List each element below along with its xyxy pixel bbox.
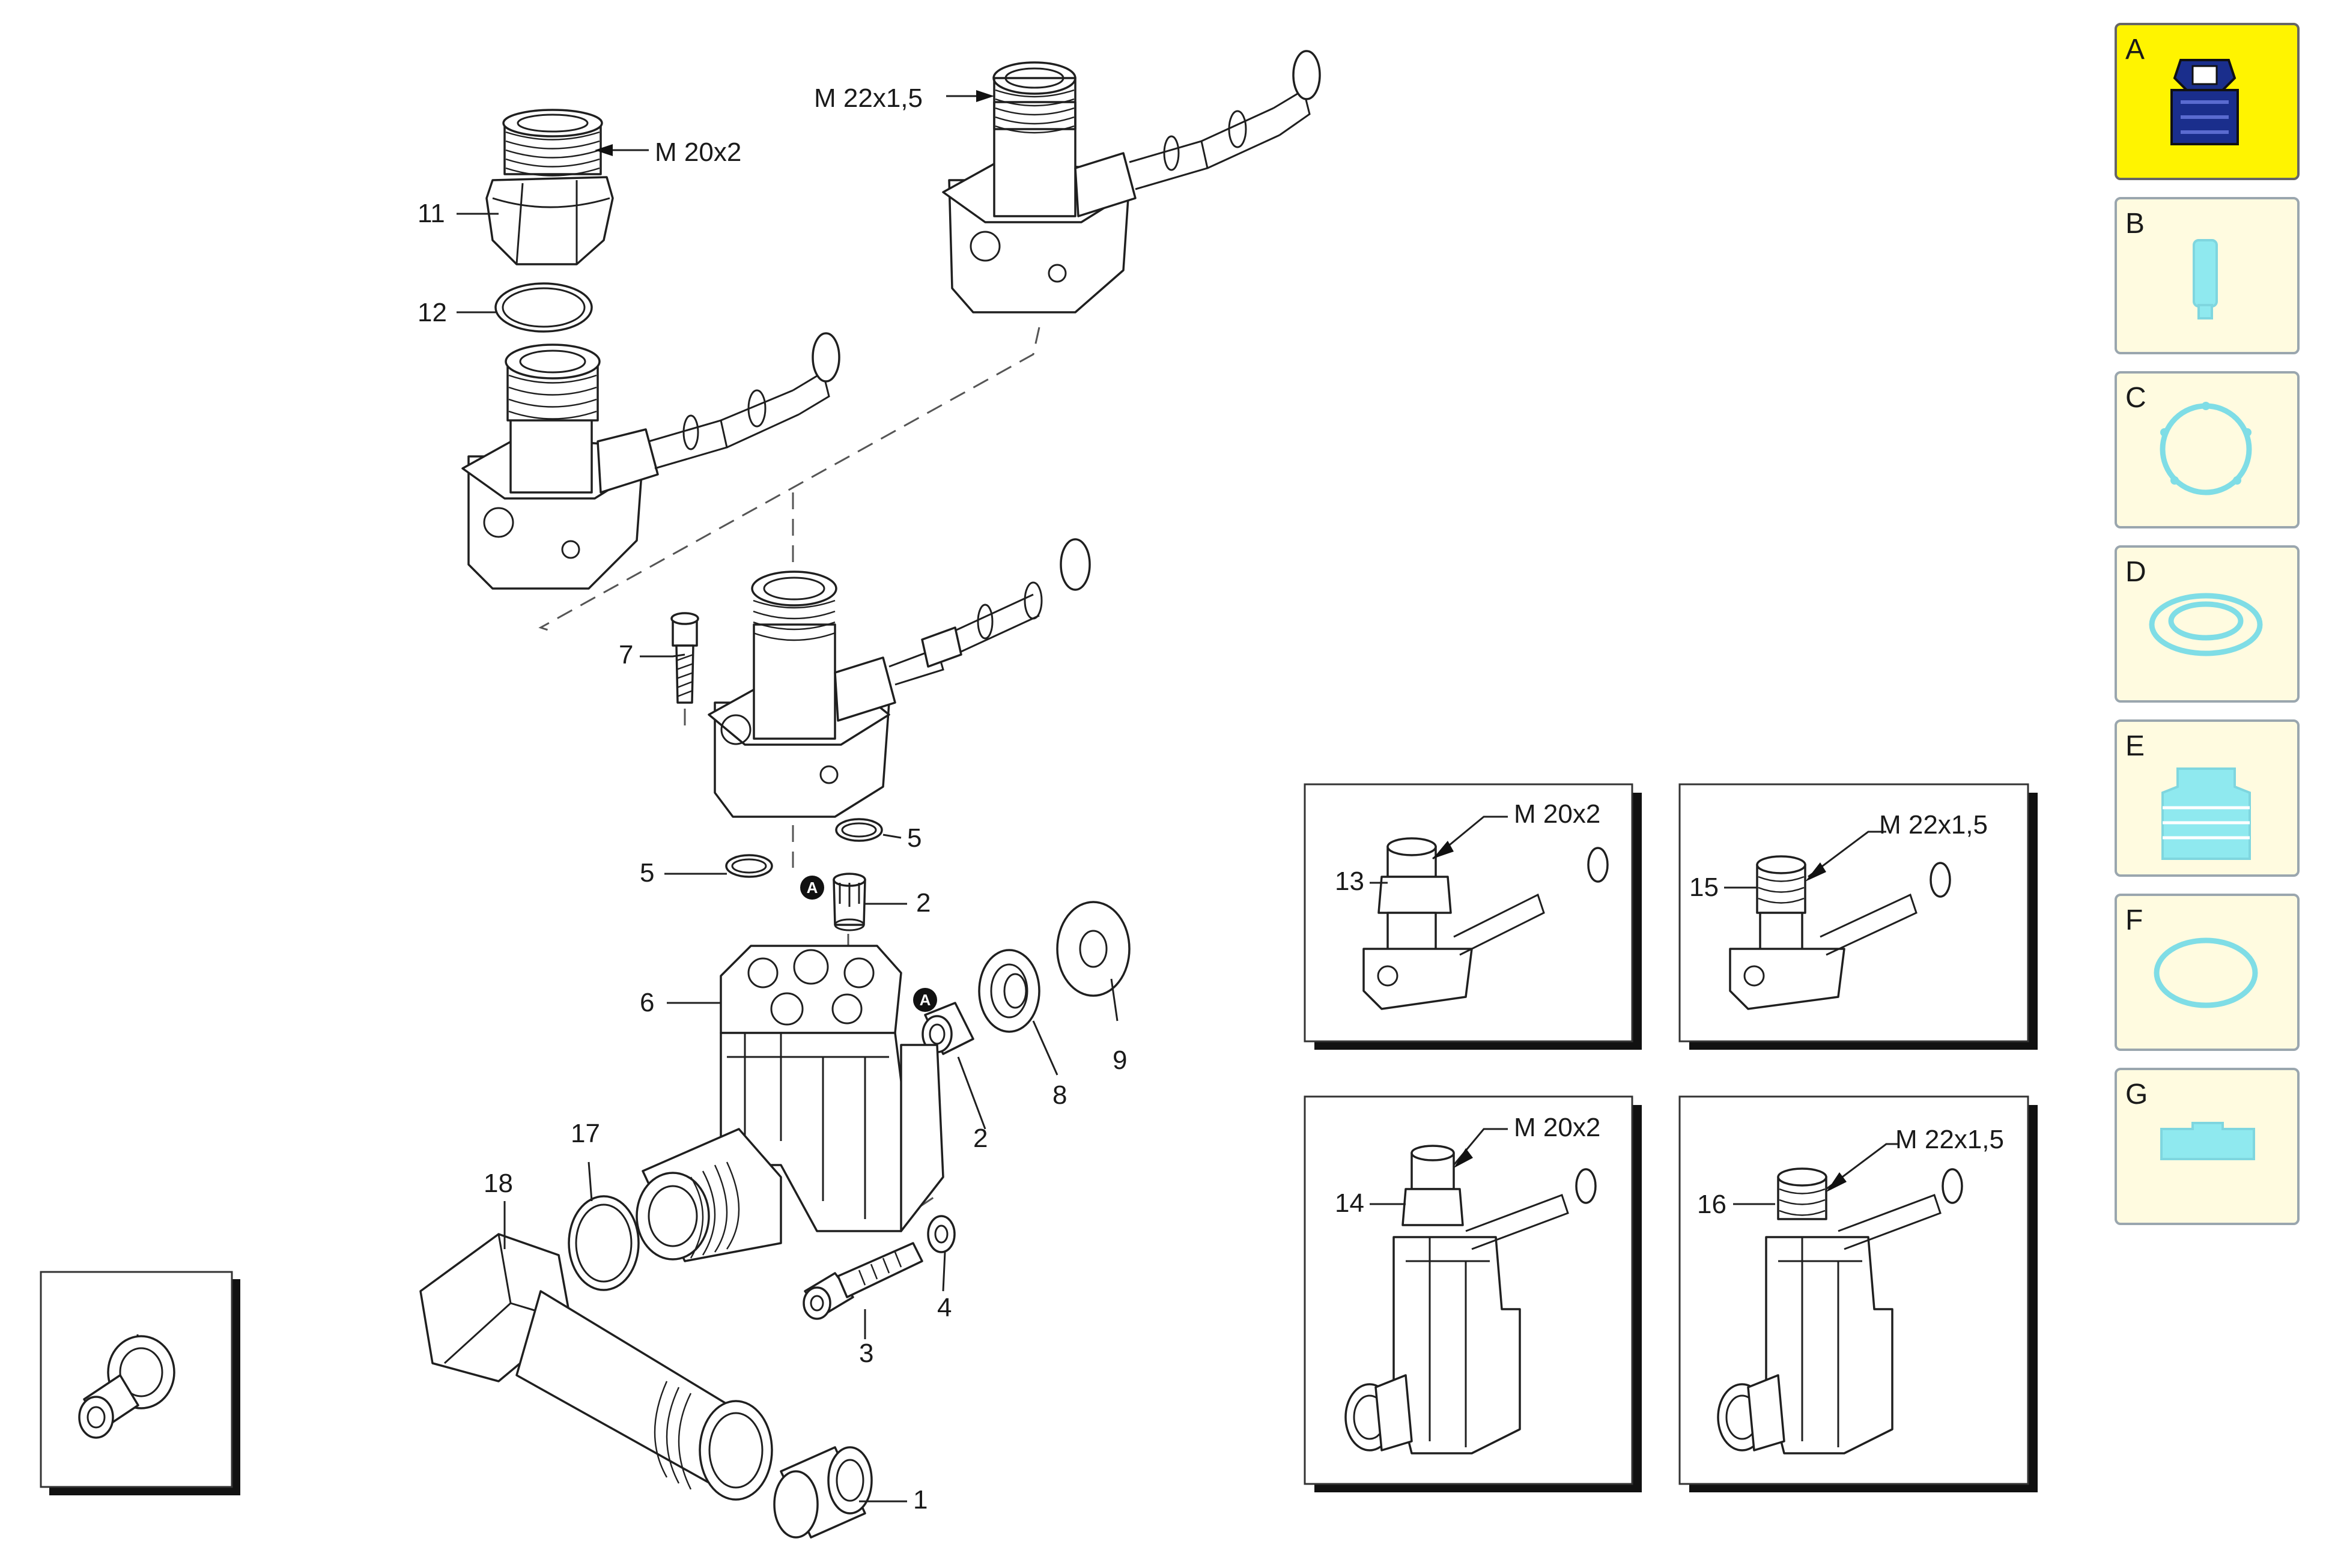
part-7-bolt[interactable] bbox=[670, 612, 699, 704]
category-tab-e[interactable]: E bbox=[2115, 719, 2300, 877]
flat-block-icon bbox=[2160, 1122, 2255, 1160]
inset-box-part-14[interactable]: M 20x2 14 bbox=[1304, 1095, 1642, 1492]
callout-2a: 2 bbox=[916, 888, 931, 918]
thread-label-m22-top: M 22x1,5 bbox=[814, 83, 923, 113]
part-17-o-ring[interactable] bbox=[568, 1195, 640, 1291]
part-18-inlet-pipe[interactable] bbox=[419, 1233, 773, 1501]
callout-5b: 5 bbox=[907, 823, 922, 853]
tab-letter-f: F bbox=[2125, 904, 2143, 936]
callout-14: 14 bbox=[1335, 1188, 1364, 1218]
callout-4: 4 bbox=[937, 1293, 952, 1322]
tab-letter-g: G bbox=[2125, 1079, 2148, 1110]
marker-a-side: A bbox=[913, 988, 937, 1012]
callout-5a: 5 bbox=[640, 858, 654, 888]
valve-head-m20 bbox=[461, 332, 840, 590]
callout-12: 12 bbox=[418, 298, 447, 327]
tab-letter-b: B bbox=[2125, 208, 2145, 240]
seal-disc-icon bbox=[2149, 593, 2263, 656]
callout-11: 11 bbox=[418, 199, 445, 228]
part-1-sleeve-nut[interactable] bbox=[773, 1446, 873, 1539]
callout-9: 9 bbox=[1113, 1046, 1127, 1075]
part-3-screw[interactable] bbox=[803, 1242, 923, 1320]
callout-15: 15 bbox=[1689, 873, 1719, 902]
part-4-washer[interactable] bbox=[927, 1215, 956, 1253]
part-8-seal[interactable] bbox=[978, 949, 1040, 1033]
thread-label-m20-top: M 20x2 bbox=[655, 138, 741, 167]
tab-letter-c: C bbox=[2125, 382, 2146, 414]
callout-18: 18 bbox=[484, 1169, 513, 1198]
pin-icon bbox=[2193, 239, 2218, 319]
svg-text:A: A bbox=[920, 991, 931, 1009]
callout-8: 8 bbox=[1052, 1080, 1067, 1110]
part-9-washer[interactable] bbox=[1056, 901, 1131, 997]
threaded-bushing-icon bbox=[2161, 767, 2251, 860]
part-12-o-ring[interactable] bbox=[494, 282, 593, 333]
marker-a-top: A bbox=[800, 876, 824, 900]
tab-letter-a: A bbox=[2125, 34, 2145, 65]
o-ring-icon bbox=[2154, 937, 2258, 1008]
svg-text:A: A bbox=[807, 879, 818, 897]
thread-label-box-13: M 20x2 bbox=[1514, 799, 1600, 829]
callout-1: 1 bbox=[913, 1485, 928, 1515]
callout-3: 3 bbox=[859, 1339, 873, 1368]
inset-box-part-16[interactable]: M 22x1,5 16 bbox=[1678, 1095, 2038, 1492]
callout-13: 13 bbox=[1335, 867, 1364, 896]
callout-6: 6 bbox=[640, 988, 654, 1017]
category-tab-d[interactable]: D bbox=[2115, 545, 2300, 703]
gasket-ring-icon bbox=[2160, 402, 2252, 495]
callout-16: 16 bbox=[1697, 1190, 1726, 1219]
connector-nozzle-icon bbox=[2170, 59, 2239, 145]
part-6-pump-housing[interactable] bbox=[636, 945, 944, 1262]
part-2-valve-top[interactable] bbox=[833, 873, 866, 931]
category-tab-c[interactable]: C bbox=[2115, 371, 2300, 528]
thread-label-box-15: M 22x1,5 bbox=[1879, 810, 1988, 840]
category-tab-b[interactable]: B bbox=[2115, 197, 2300, 354]
thread-label-box-16: M 22x1,5 bbox=[1895, 1125, 2004, 1154]
callout-2b: 2 bbox=[973, 1124, 988, 1153]
part-11-thread-adapter[interactable] bbox=[485, 109, 614, 265]
part-5-o-ring-left[interactable] bbox=[725, 854, 773, 878]
inset-box-part-10[interactable] bbox=[40, 1271, 240, 1495]
callout-17: 17 bbox=[571, 1119, 600, 1148]
arrow-heads bbox=[595, 90, 994, 156]
inset-box-part-15[interactable]: M 22x1,5 15 bbox=[1678, 783, 2038, 1050]
valve-head-m22 bbox=[942, 50, 1321, 313]
callout-7: 7 bbox=[619, 640, 633, 670]
part-5-o-ring-right[interactable] bbox=[835, 818, 883, 842]
category-tab-a[interactable]: A bbox=[2115, 23, 2300, 180]
category-tab-g[interactable]: G bbox=[2115, 1068, 2300, 1225]
tab-letter-d: D bbox=[2125, 556, 2146, 588]
thread-label-box-14: M 20x2 bbox=[1514, 1113, 1600, 1142]
inset-box-part-13[interactable]: M 20x2 13 bbox=[1304, 783, 1642, 1050]
valve-head-standard bbox=[708, 538, 1091, 818]
tab-letter-e: E bbox=[2125, 730, 2145, 762]
category-tab-f[interactable]: F bbox=[2115, 894, 2300, 1051]
